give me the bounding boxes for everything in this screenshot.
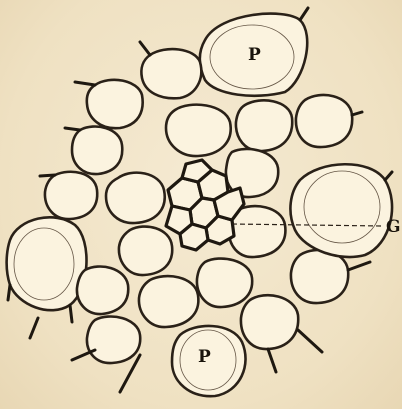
label-bottom-cell: P	[198, 347, 211, 367]
cell-upper-right-mid	[236, 100, 292, 151]
cell-left-mid-1	[72, 126, 122, 174]
cell-upper-mid	[166, 105, 231, 156]
cell-top-left	[141, 49, 201, 98]
label-pointer: G	[386, 217, 401, 237]
label-top-cell: P	[248, 45, 261, 65]
cell-right-lower	[291, 250, 348, 303]
cell-right-upper	[296, 95, 352, 147]
cell-left-mid-2	[45, 172, 97, 219]
cell-left-large	[7, 217, 87, 310]
cell-left-inner-lower	[119, 227, 172, 276]
cell-bottom-left	[87, 316, 140, 363]
cell-center-lower-right	[197, 259, 252, 308]
cell-bottom-right	[241, 295, 298, 349]
cell-upper-left	[87, 80, 143, 128]
cell-center-lower	[139, 276, 198, 327]
cell-lower-left	[77, 266, 128, 314]
cell-left-inner	[106, 173, 165, 223]
